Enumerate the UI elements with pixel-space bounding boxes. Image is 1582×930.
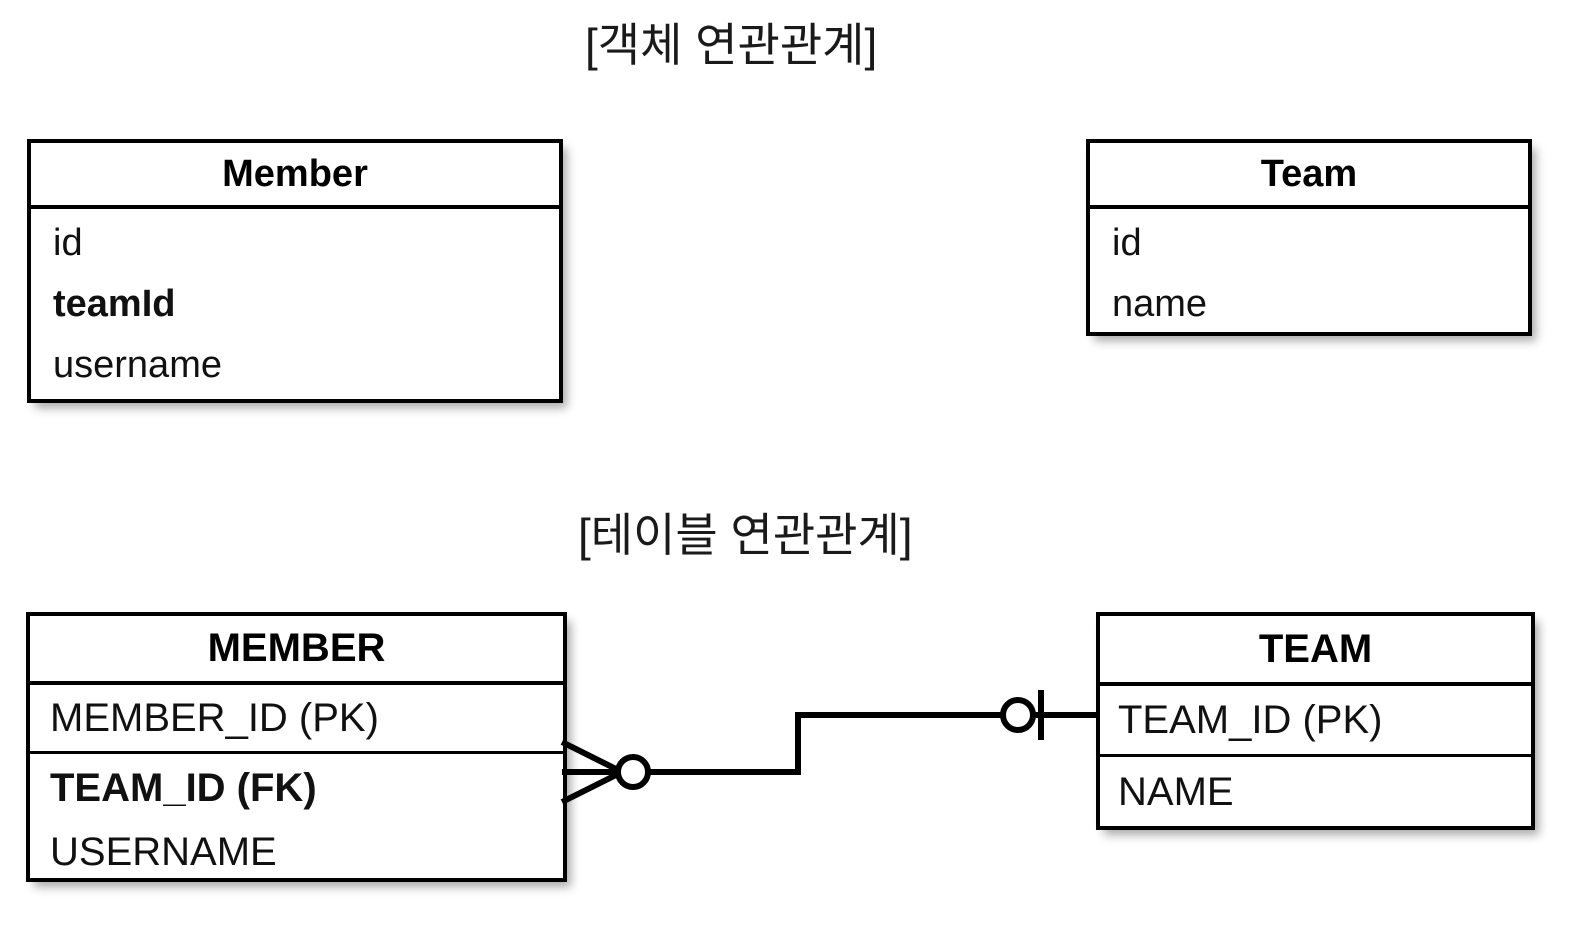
column-name-name: NAME [1118,770,1234,814]
table-box-member[interactable]: MEMBER MEMBER_ID (PK) TEAM_ID (FK) USERN… [26,612,567,882]
attribute-row: teamId [53,283,176,325]
table-row: NAME [1100,757,1531,828]
entity-header-member: Member [31,143,559,209]
entity-box-team[interactable]: Team id name [1086,139,1532,336]
attribute-row: id [1112,222,1142,264]
table-row: USERNAME [50,830,277,874]
crows-foot-icon [560,739,624,805]
table-row: TEAM_ID (FK) [50,766,317,810]
table-box-team[interactable]: TEAM TEAM_ID (PK) NAME [1096,612,1535,830]
entity-box-member[interactable]: Member id teamId username [27,139,563,403]
table-header-team: TEAM [1100,616,1531,686]
cardinality-zero-circle-left [615,754,651,790]
column-name-team-id: TEAM_ID (PK) [1118,697,1383,742]
table-row: TEAM_ID (PK) [1100,686,1531,757]
relationship-line [644,712,1008,775]
table-header-member: MEMBER [30,616,563,685]
table-column-list-member: TEAM_ID (FK) USERNAME [30,754,563,884]
table-row-primary-key: MEMBER_ID (PK) [30,685,563,754]
entity-attribute-list-team: id name [1090,209,1528,335]
attribute-row: name [1112,283,1208,325]
column-name-member-id: MEMBER_ID (PK) [50,696,379,740]
object-model-title: [객체 연관관계] [585,19,878,71]
relationship-connector [560,690,1098,805]
entity-header-team: Team [1090,143,1528,209]
table-model-title: [테이블 연관관계] [578,509,913,561]
attribute-row: id [53,222,83,264]
attribute-row: username [53,344,222,386]
cardinality-zero-circle-right [1000,697,1036,733]
entity-attribute-list-member: id teamId username [31,209,559,396]
